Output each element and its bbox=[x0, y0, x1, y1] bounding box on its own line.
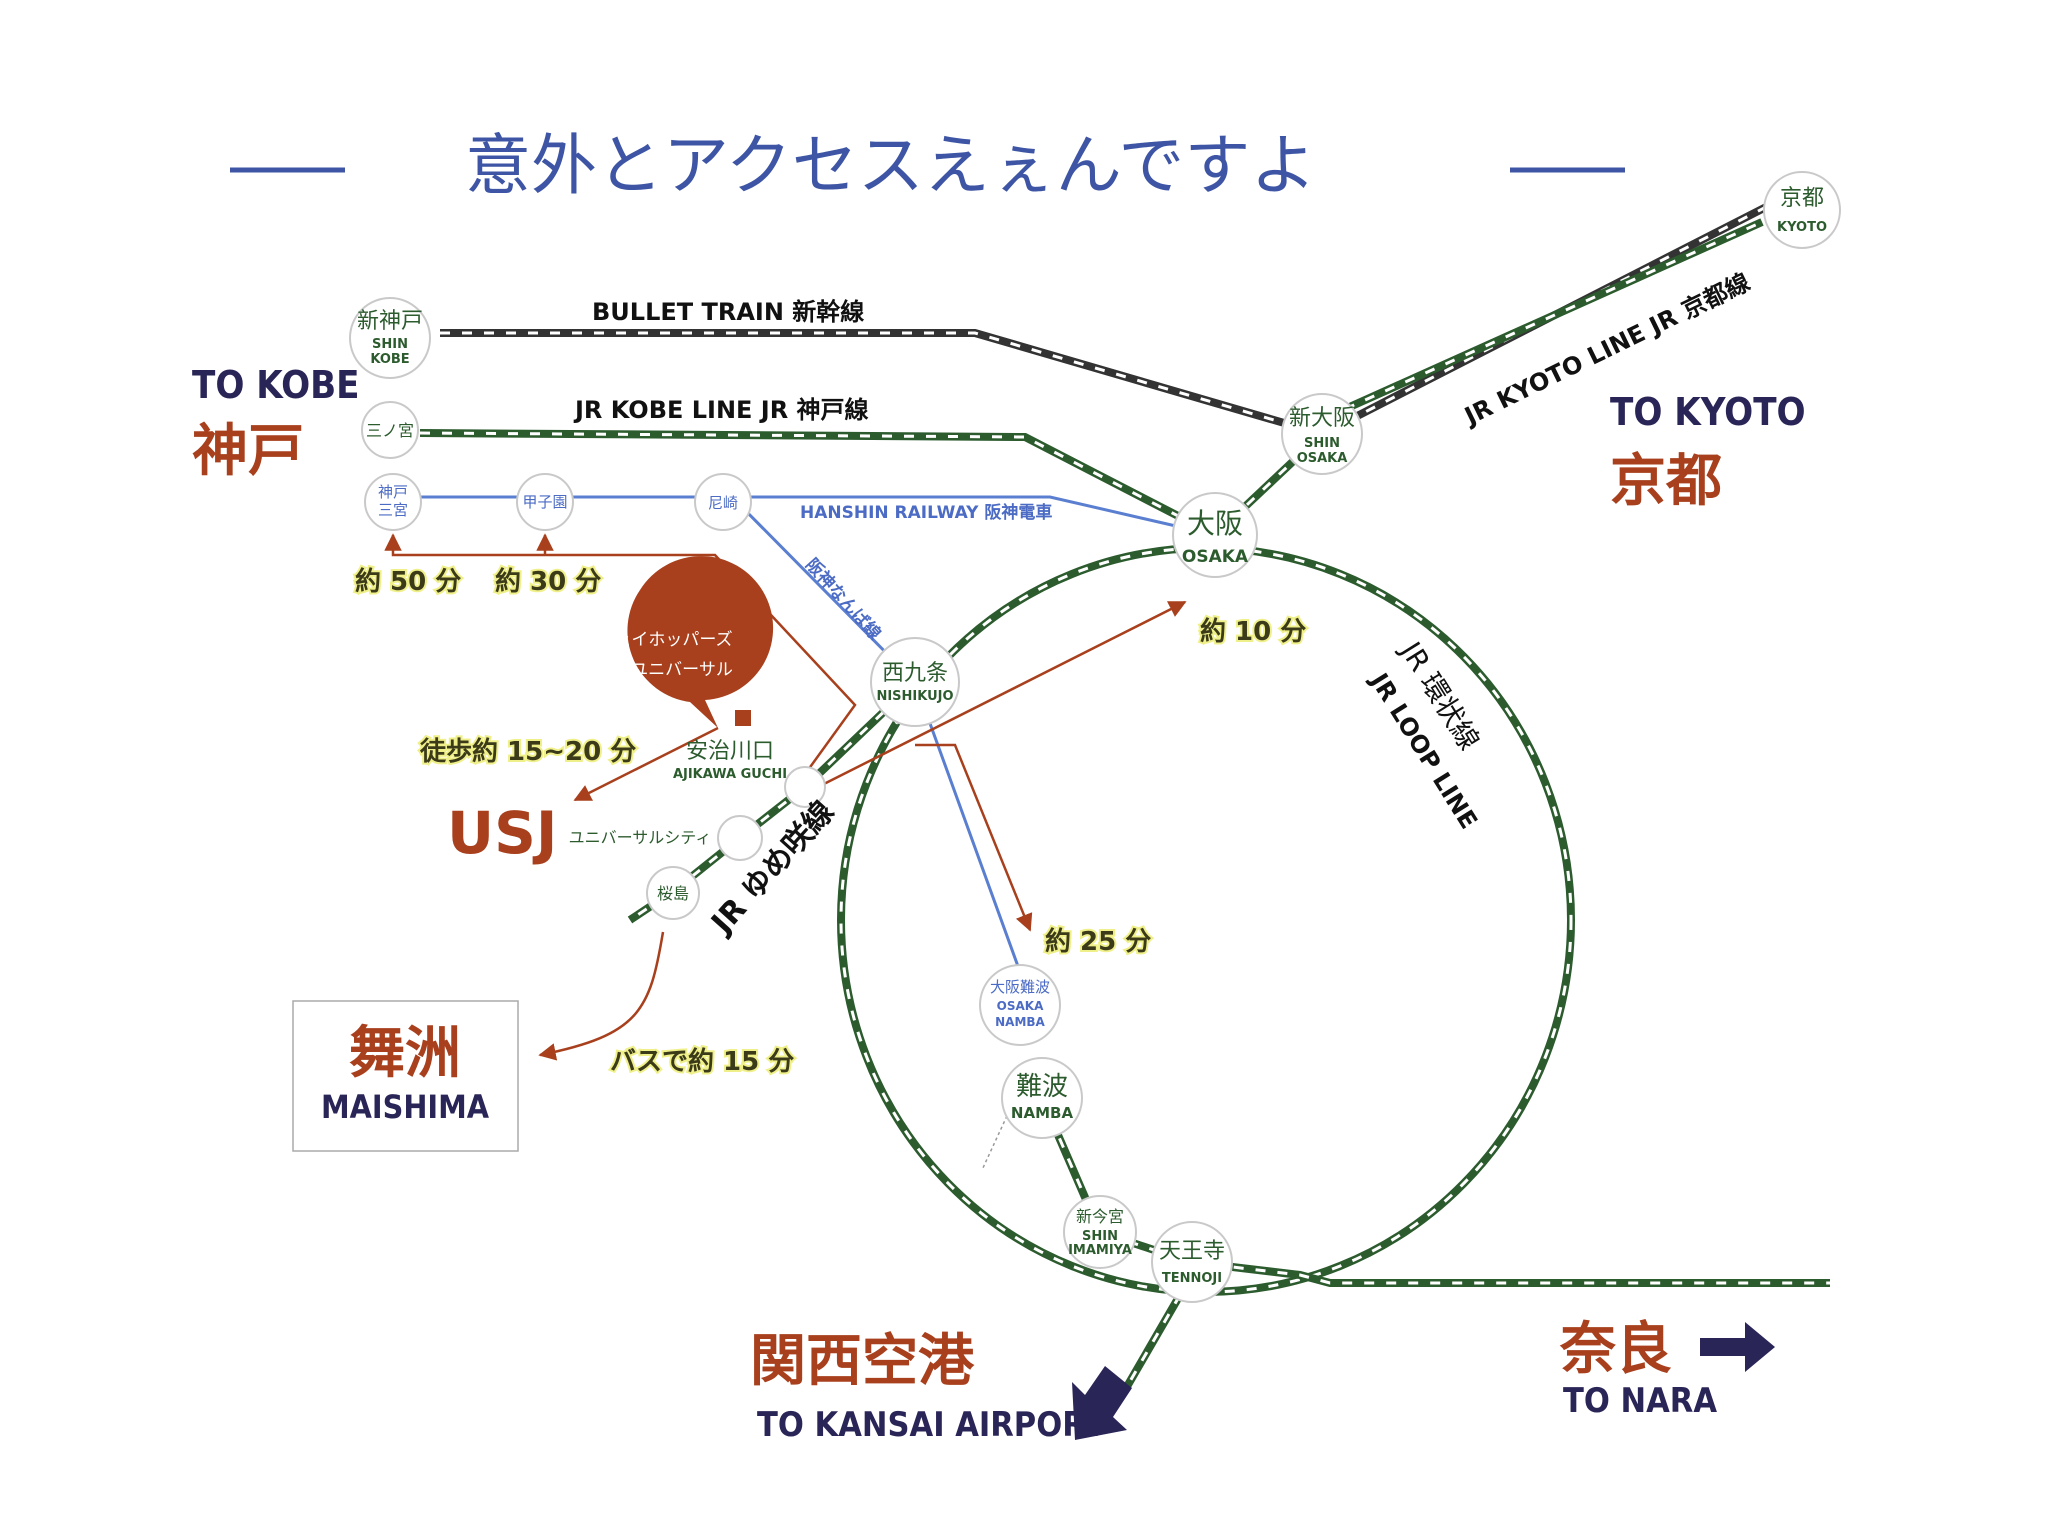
svg-text:京都: 京都 bbox=[1780, 186, 1824, 211]
label-jr-kobe-line: JR KOBE LINE JR 神戸線 bbox=[573, 396, 869, 424]
svg-text:尼崎: 尼崎 bbox=[708, 494, 738, 512]
arrow-bus-maishima bbox=[538, 931, 665, 1061]
svg-text:NISHIKUJO: NISHIKUJO bbox=[876, 689, 953, 704]
station-tennoji[interactable]: 天王寺 TENNOJI bbox=[1151, 1221, 1233, 1303]
svg-text:三宮: 三宮 bbox=[378, 501, 408, 519]
svg-text:KOBE: KOBE bbox=[370, 352, 409, 367]
time-walk: 徒歩約 15~20 分 bbox=[419, 736, 636, 767]
station-shin-imamiya[interactable]: 新今宮 SHIN IMAMIYA bbox=[1063, 1195, 1137, 1269]
svg-text:SHIN: SHIN bbox=[1304, 436, 1340, 451]
nara-arrow-icon bbox=[1700, 1322, 1775, 1372]
time-koshien: 約 30 分 bbox=[495, 566, 601, 597]
svg-text:ユニバーサルシティ: ユニバーサルシティ bbox=[569, 828, 712, 847]
svg-text:IMAMIYA: IMAMIYA bbox=[1068, 1243, 1132, 1258]
station-nishikujo[interactable]: 西九条 NISHIKUJO bbox=[870, 637, 960, 727]
svg-text:大阪難波: 大阪難波 bbox=[990, 978, 1050, 996]
time-namba: 約 25 分 bbox=[1045, 926, 1151, 957]
svg-text:SHIN: SHIN bbox=[372, 337, 408, 352]
station-ajikawaguchi[interactable]: 安治川口 AJIKAWA GUCHI bbox=[673, 739, 826, 808]
station-namba[interactable]: 難波 NAMBA bbox=[1001, 1057, 1083, 1139]
svg-text:大阪: 大阪 bbox=[1187, 507, 1243, 540]
svg-text:安治川口: 安治川口 bbox=[686, 739, 774, 764]
svg-text:AJIKAWA GUCHI: AJIKAWA GUCHI bbox=[673, 767, 787, 782]
arrow-walk-usj bbox=[573, 726, 719, 802]
svg-text:三ノ宮: 三ノ宮 bbox=[366, 421, 414, 440]
svg-text:OSAKA: OSAKA bbox=[1297, 451, 1348, 466]
station-kobe-sannomiya[interactable]: 神戸 三宮 bbox=[364, 473, 422, 531]
dest-kobe-en: TO KOBE bbox=[192, 363, 360, 407]
time-bus: バスで約 15 分 bbox=[610, 1046, 794, 1077]
jr-kobe-line bbox=[419, 429, 1217, 539]
hotel-bubble[interactable]: ジェイホッパーズ 大阪ユニバーサル bbox=[597, 556, 774, 728]
svg-text:新今宮: 新今宮 bbox=[1076, 1207, 1124, 1226]
station-koshien[interactable]: 甲子園 bbox=[516, 473, 574, 531]
label-hanshin-namba: 阪神なんば線 bbox=[801, 554, 885, 644]
label-bullet-train: BULLET TRAIN 新幹線 bbox=[592, 298, 864, 326]
station-sakurajima[interactable]: 桜島 bbox=[646, 866, 700, 920]
svg-text:舞洲: 舞洲 bbox=[349, 1021, 461, 1086]
station-amagasaki[interactable]: 尼崎 bbox=[694, 473, 752, 531]
svg-text:神戸: 神戸 bbox=[378, 483, 408, 501]
nara-line bbox=[1189, 1258, 1830, 1287]
time-kobe-sannomiya: 約 50 分 bbox=[355, 566, 461, 597]
svg-text:西九条: 西九条 bbox=[882, 661, 948, 686]
hotel-marker[interactable] bbox=[735, 710, 751, 726]
station-osaka-namba[interactable]: 大阪難波 OSAKA NAMBA bbox=[979, 964, 1061, 1046]
svg-text:MAISHIMA: MAISHIMA bbox=[321, 1088, 490, 1126]
station-shin-kobe[interactable]: 新神戸 SHIN KOBE bbox=[349, 297, 431, 379]
svg-text:ジェイホッパーズ: ジェイホッパーズ bbox=[597, 630, 732, 650]
dest-kyoto-en: TO KYOTO bbox=[1610, 390, 1806, 434]
usj-label[interactable]: USJ bbox=[447, 799, 557, 867]
svg-text:難波: 難波 bbox=[1016, 1072, 1068, 1102]
dest-kansai-en: TO KANSAI AIRPORT bbox=[757, 1405, 1105, 1445]
time-osaka: 約 10 分 bbox=[1200, 616, 1306, 647]
label-hanshin: HANSHIN RAILWAY 阪神電車 bbox=[800, 502, 1052, 523]
arrow-to-namba bbox=[915, 743, 1033, 932]
station-sannomiya[interactable]: 三ノ宮 bbox=[361, 401, 419, 459]
station-kyoto[interactable]: 京都 KYOTO bbox=[1763, 171, 1841, 249]
svg-text:TENNOJI: TENNOJI bbox=[1162, 1271, 1222, 1286]
svg-text:新大阪: 新大阪 bbox=[1289, 406, 1355, 431]
dest-kansai-jp: 関西空港 bbox=[750, 1329, 975, 1394]
arrow-to-osaka bbox=[807, 600, 1187, 794]
maishima-box[interactable]: 舞洲 MAISHIMA bbox=[292, 1000, 519, 1152]
station-universal-city[interactable]: ユニバーサルシティ bbox=[569, 815, 763, 861]
svg-text:SHIN: SHIN bbox=[1082, 1229, 1118, 1244]
dest-nara-en: TO NARA bbox=[1563, 1381, 1717, 1421]
svg-text:OSAKA: OSAKA bbox=[1182, 547, 1249, 567]
svg-text:桜島: 桜島 bbox=[657, 884, 689, 903]
dest-nara-jp: 奈良 bbox=[1559, 1317, 1672, 1382]
dest-kobe-jp: 神戸 bbox=[192, 419, 304, 484]
dest-kyoto-jp: 京都 bbox=[1610, 449, 1722, 514]
svg-text:OSAKA: OSAKA bbox=[997, 999, 1044, 1013]
svg-text:新神戸: 新神戸 bbox=[357, 309, 423, 334]
svg-text:大阪ユニバーサル: 大阪ユニバーサル bbox=[597, 660, 733, 680]
page-title: 意外とアクセスえぇんですよ bbox=[465, 127, 1316, 204]
hanshin-line bbox=[395, 495, 1216, 537]
station-shin-osaka[interactable]: 新大阪 SHIN OSAKA bbox=[1281, 393, 1363, 475]
station-osaka[interactable]: 大阪 OSAKA bbox=[1172, 492, 1258, 578]
svg-text:天王寺: 天王寺 bbox=[1159, 1239, 1225, 1264]
svg-text:NAMBA: NAMBA bbox=[1011, 1104, 1074, 1122]
kansai-airport-line bbox=[1121, 1292, 1184, 1393]
svg-text:甲子園: 甲子園 bbox=[522, 493, 567, 511]
route-arrows bbox=[384, 533, 1187, 1061]
arrow-to-kobe-sannomiya bbox=[384, 533, 857, 771]
kansai-arrow-icon bbox=[1072, 1366, 1132, 1440]
svg-text:KYOTO: KYOTO bbox=[1777, 220, 1827, 235]
svg-text:NAMBA: NAMBA bbox=[995, 1015, 1045, 1029]
